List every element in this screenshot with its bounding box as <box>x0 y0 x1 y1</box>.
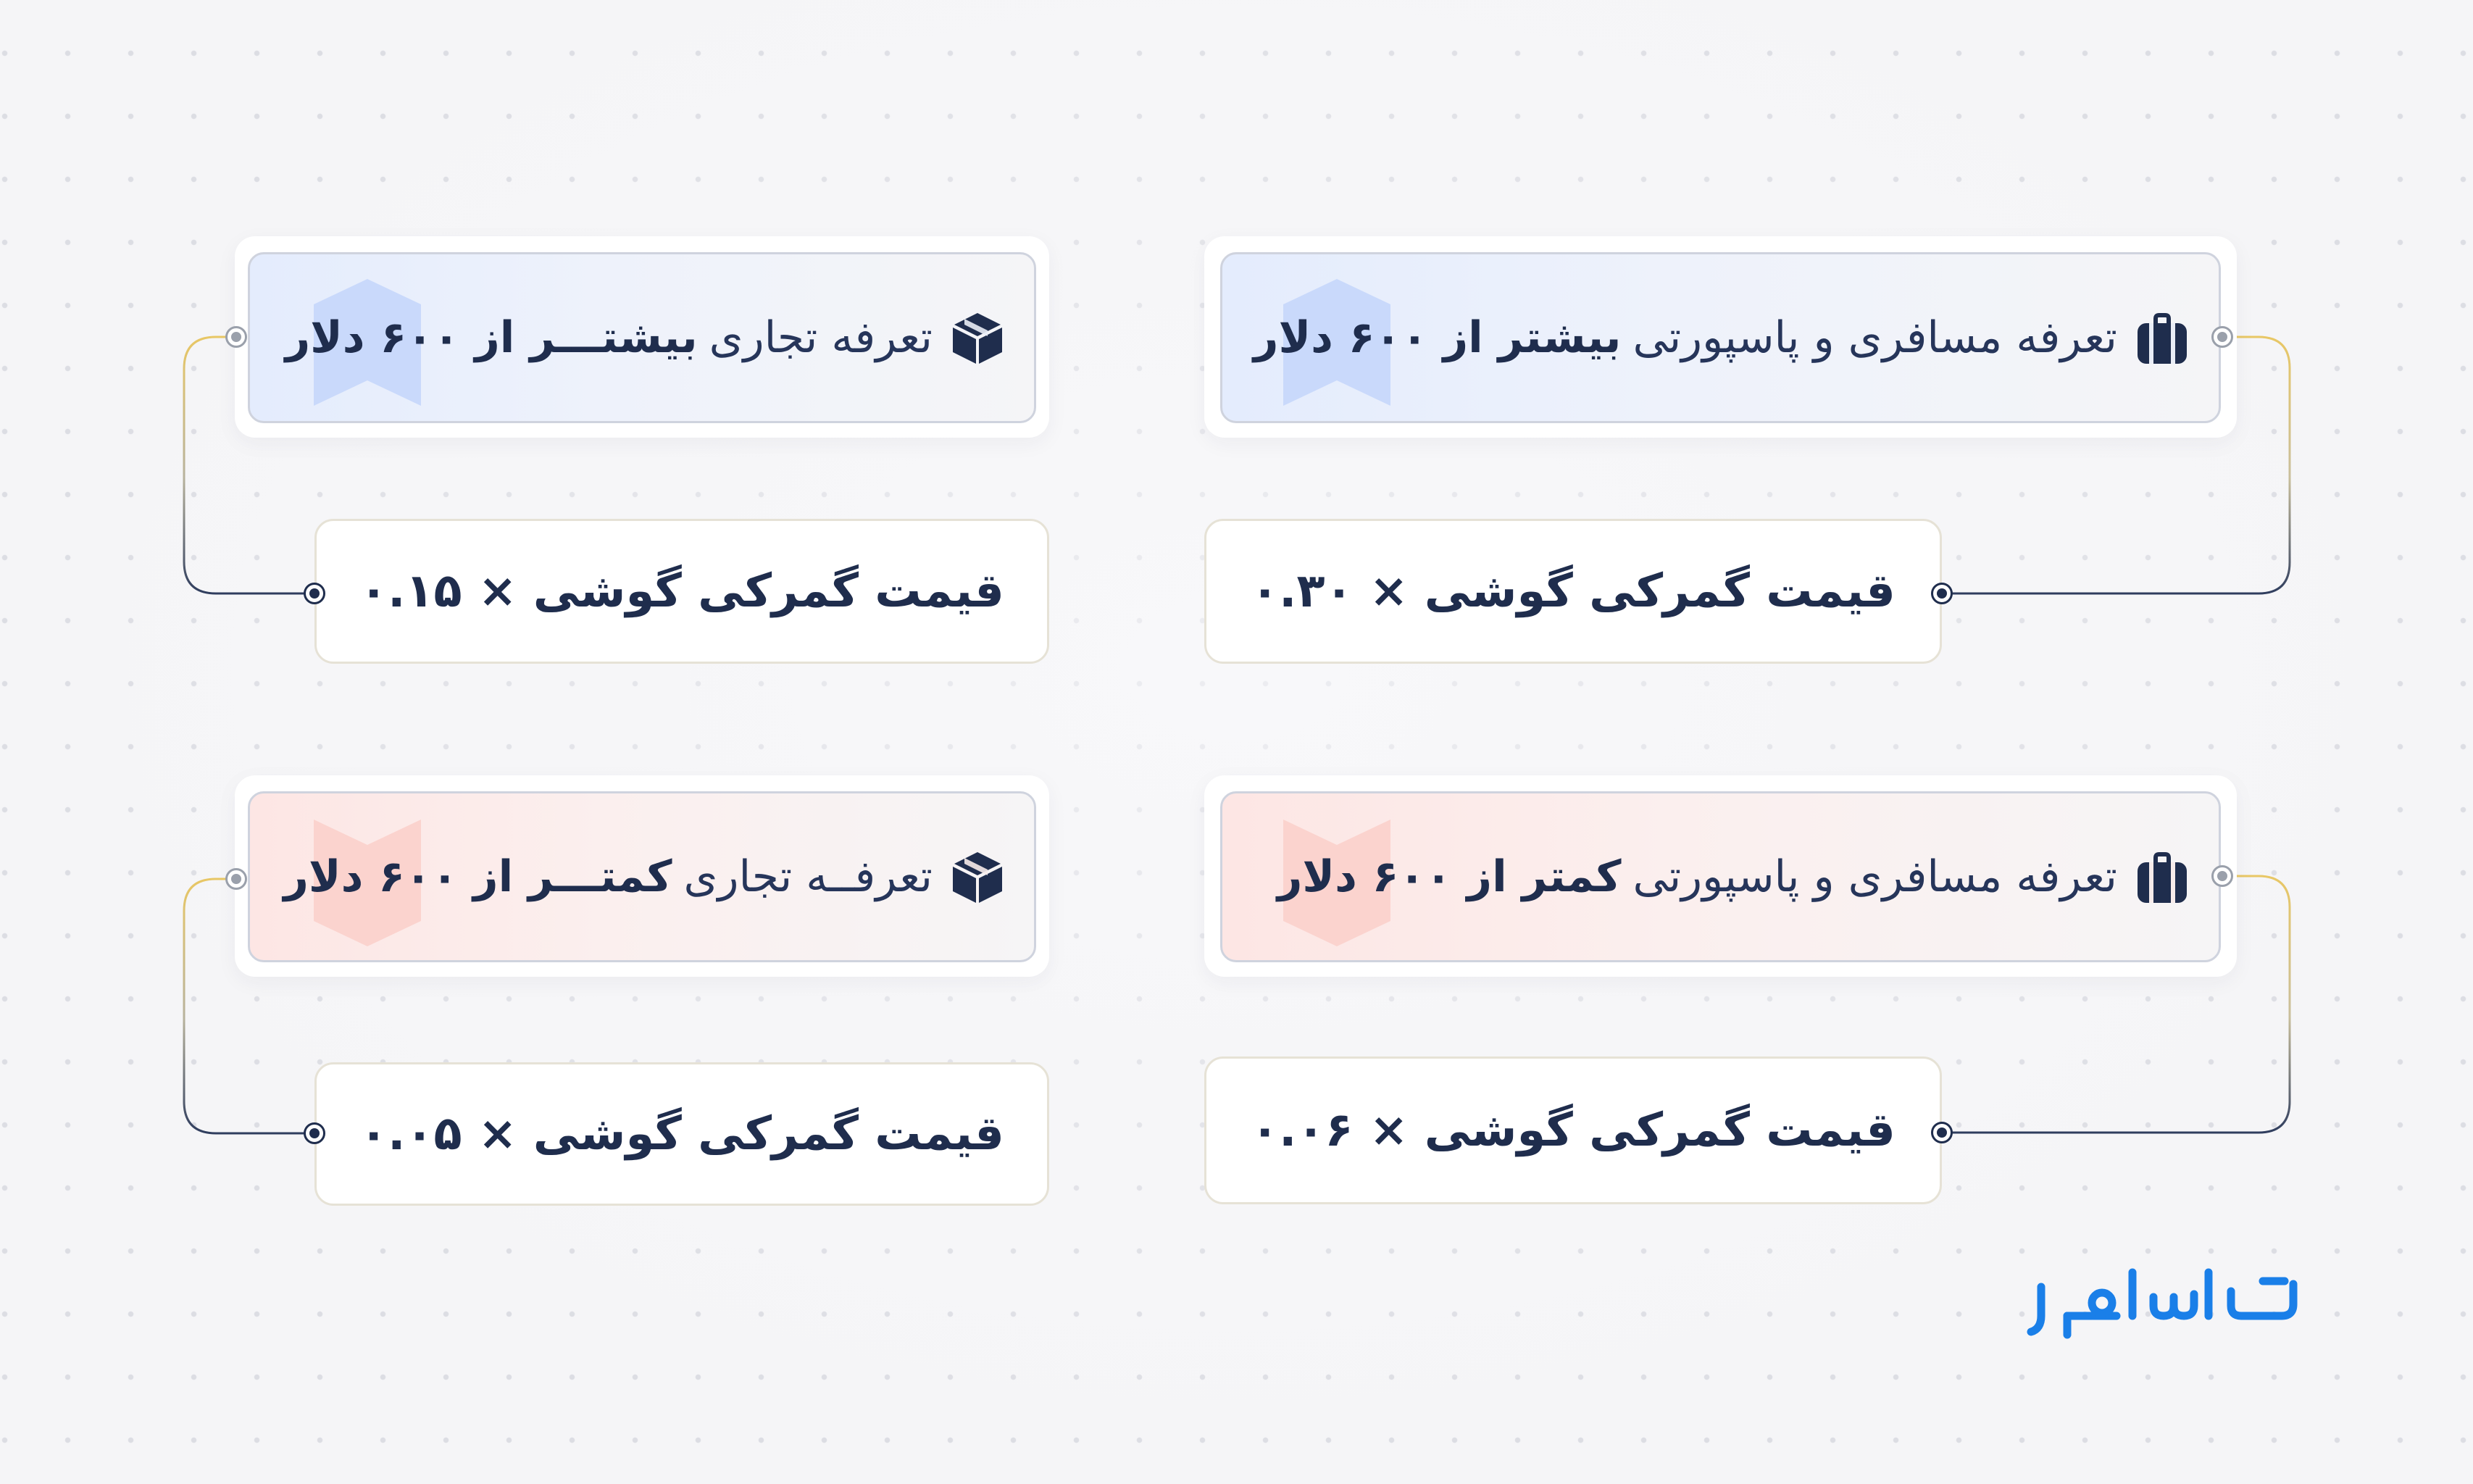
connector-node <box>1931 583 1953 604</box>
luggage-icon <box>2138 313 2187 364</box>
luggage-icon <box>2138 852 2187 903</box>
commercial-above-formula: قیمت گمرکی گوشی × ۰.۱۵ <box>314 519 1049 664</box>
down-chevron-icon <box>1283 820 1390 946</box>
down-chevron-icon <box>314 820 421 946</box>
package-icon <box>953 313 1002 364</box>
tariff-label: تعرفه تجاری <box>709 312 933 363</box>
connector-node <box>225 326 247 348</box>
connector-node <box>225 868 247 890</box>
connector-node <box>2211 326 2233 348</box>
tariff-label: تعرفــه تجاری <box>683 851 933 902</box>
commercial-below-heading: تعرفــه تجاری کمتـــر از ۶۰۰ دلار <box>248 791 1036 962</box>
travel-above-formula: قیمت گمرکی گوشی × ۰.۳۰ <box>1204 519 1942 664</box>
up-chevron-icon <box>1283 279 1390 406</box>
tariff-condition: بیشتـــر از ۶۰۰ دلار <box>285 312 698 363</box>
tariff-condition: کمتـــر از ۶۰۰ دلار <box>283 851 672 902</box>
travel-below-heading: تعرفه مسافری و پاسپورتی کمتر از ۶۰۰ دلار <box>1220 791 2221 962</box>
tariff-label: تعرفه مسافری و پاسپورتی <box>1632 851 2117 902</box>
brand-logo <box>2027 1268 2298 1339</box>
connector-travel-below <box>1942 875 2291 1134</box>
connector-node <box>304 583 325 604</box>
package-icon <box>953 852 1002 903</box>
connector-travel-above <box>1942 335 2291 595</box>
connector-commercial-above <box>183 335 314 595</box>
tariff-condition: کمتر از ۶۰۰ دلار <box>1277 851 1622 902</box>
commercial-below-formula: قیمت گمرکی گوشی × ۰.۰۵ <box>314 1062 1049 1206</box>
connector-node <box>304 1122 325 1144</box>
connector-node <box>1931 1122 1953 1143</box>
tariff-condition: بیشتر از ۶۰۰ دلار <box>1253 312 1622 363</box>
travel-above-heading: تعرفه مسافری و پاسپورتی بیشتر از ۶۰۰ دلا… <box>1220 252 2221 423</box>
travel-below-formula: قیمت گمرکی گوشی × ۰.۰۶ <box>1204 1056 1942 1204</box>
tariff-label: تعرفه مسافری و پاسپورتی <box>1632 312 2117 363</box>
connector-node <box>2211 865 2233 887</box>
up-chevron-icon <box>314 279 421 406</box>
commercial-above-heading: تعرفه تجاری بیشتـــر از ۶۰۰ دلار <box>248 252 1036 423</box>
connector-commercial-below <box>183 878 314 1135</box>
